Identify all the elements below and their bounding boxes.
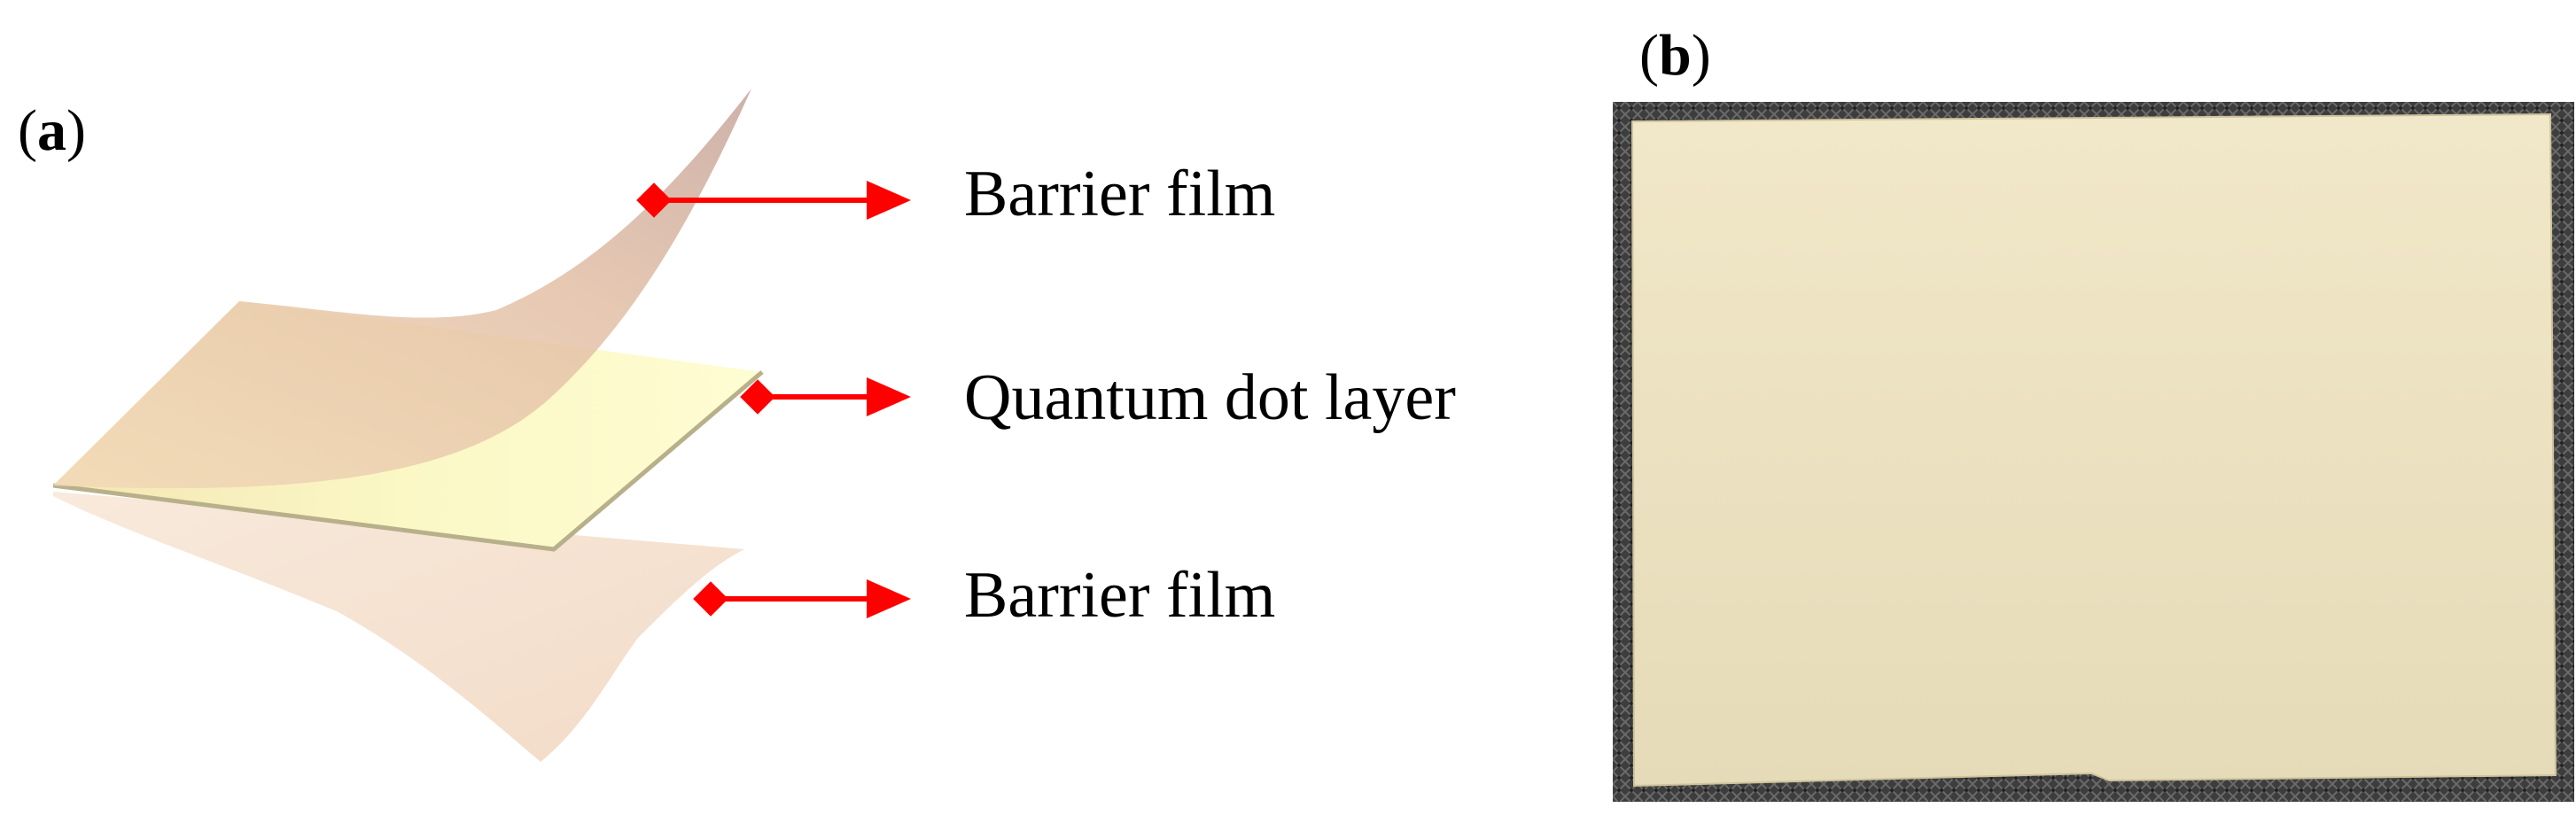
- callout-arrow-2: [740, 377, 911, 416]
- callout-arrow-1: [636, 181, 911, 220]
- quantum-dot-film-sample: [1630, 113, 2557, 788]
- callout-quantum-dot-layer: Quantum dot layer: [964, 361, 1456, 434]
- panel-b-label: (b): [1639, 27, 1711, 85]
- callout-arrow-3: [693, 579, 911, 618]
- label-paren-open: (: [1639, 23, 1659, 88]
- label-letter: a: [36, 98, 66, 163]
- top-barrier-film: [53, 89, 751, 489]
- film-sample-photo: [1613, 102, 2574, 802]
- callout-top-barrier-film: Barrier film: [964, 158, 1276, 230]
- label-paren-close: ): [66, 98, 86, 163]
- label-paren-close: ): [1691, 23, 1711, 88]
- callout-bottom-barrier-film: Barrier film: [964, 559, 1276, 632]
- panel-a-label: (a): [18, 102, 86, 160]
- bottom-barrier-film: [53, 492, 744, 762]
- label-letter: b: [1658, 23, 1692, 88]
- label-paren-open: (: [18, 98, 37, 163]
- quantum-dot-layer-edge: [52, 370, 764, 552]
